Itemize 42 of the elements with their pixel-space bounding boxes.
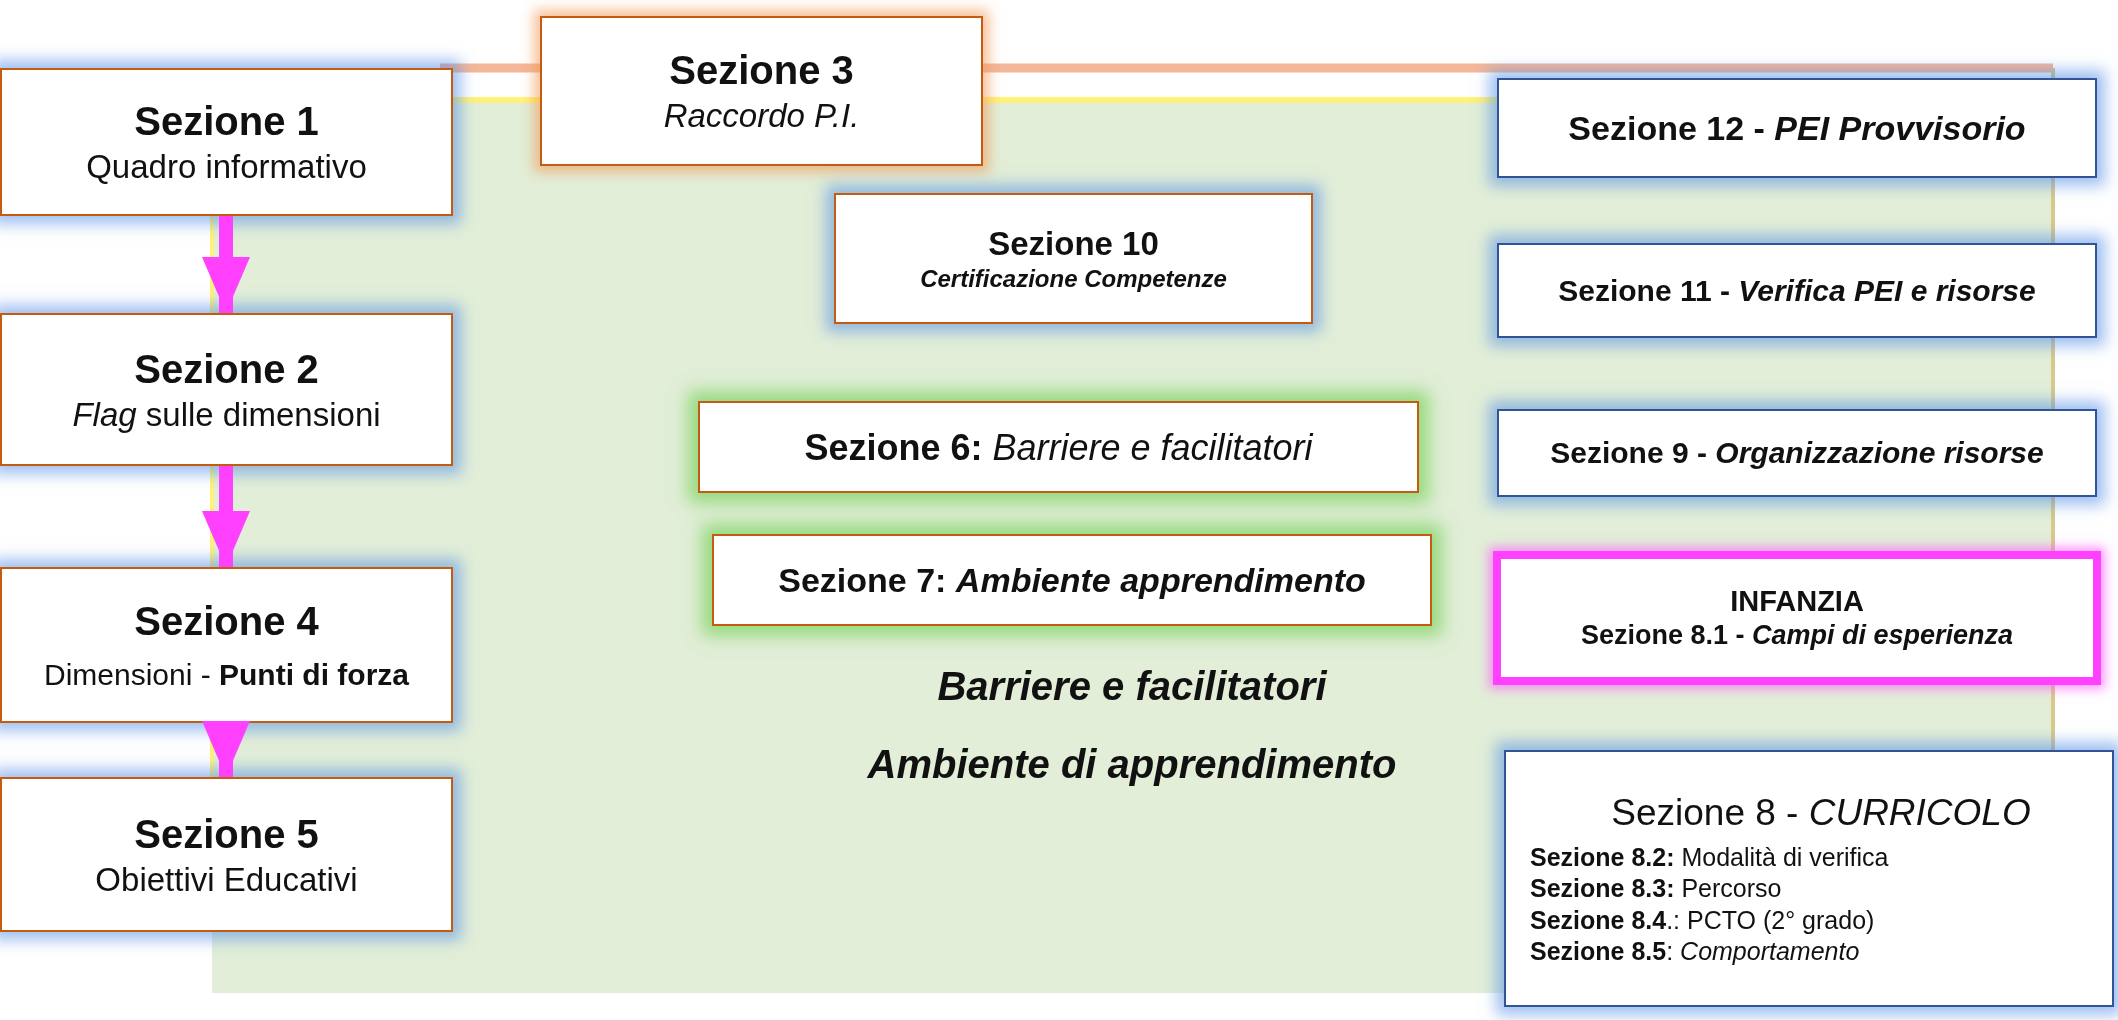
section-heading: INFANZIA [1730, 584, 1864, 619]
section-box [0, 313, 453, 466]
section-text: Raccordo P.I. [663, 96, 860, 137]
section-box [1497, 409, 2097, 497]
section-box [0, 777, 453, 932]
section-text: Certificazione Competenze [920, 264, 1227, 295]
section-box [1504, 750, 2114, 1007]
caption-text: Barriere e facilitatori [937, 664, 1327, 709]
section-text: Flag sulle dimensioni [72, 394, 381, 435]
section-text: Sezione 11 - Verifica PEI e risorse [1558, 272, 2036, 309]
section-box [0, 567, 453, 723]
section-text: Sezione 8.4.: PCTO (2° grado) [1530, 904, 1875, 936]
caption-text: Ambiente di apprendimento [867, 742, 1397, 787]
section-box [1497, 243, 2097, 338]
section-heading: Sezione 5 [134, 810, 319, 858]
section-heading: Sezione 4 [134, 598, 319, 646]
arrow [202, 466, 250, 567]
section-text: Obiettivi Educativi [95, 859, 358, 900]
section-box [712, 534, 1432, 626]
section-box [540, 16, 983, 166]
section-text: Sezione 8.2: Modalità di verifica [1530, 842, 1889, 874]
section-text: Dimensioni - Punti di forza [43, 657, 410, 694]
section-text: Quadro informativo [86, 147, 367, 188]
section-text: Sezione 8.1 - Campi di esperienza [1580, 619, 2014, 653]
section-box [0, 68, 453, 216]
section-text: Sezione 9 - Organizzazione risorse [1550, 435, 2044, 472]
section-box [834, 193, 1313, 324]
arrow [202, 721, 250, 777]
section-text: Sezione 6: Barriere e facilitatori [804, 425, 1313, 470]
section-box [1497, 78, 2097, 178]
section-box [698, 401, 1419, 493]
section-text: Sezione 8.3: Percorso [1530, 873, 1782, 905]
section-heading: Sezione 10 [988, 223, 1159, 264]
section-heading: Sezione 2 [134, 345, 319, 393]
section-text: Sezione 7: Ambiente apprendimento [778, 559, 1366, 601]
section-text: Sezione 8.5: Comportamento [1530, 935, 1860, 967]
section-heading: Sezione 8 - CURRICOLO [1611, 790, 2031, 835]
arrow [202, 216, 250, 313]
section-heading: Sezione 1 [134, 98, 319, 146]
section-heading: Sezione 3 [669, 47, 854, 95]
section-text: Sezione 12 - PEI Provvisorio [1568, 107, 2026, 149]
section-box [1493, 551, 2101, 685]
